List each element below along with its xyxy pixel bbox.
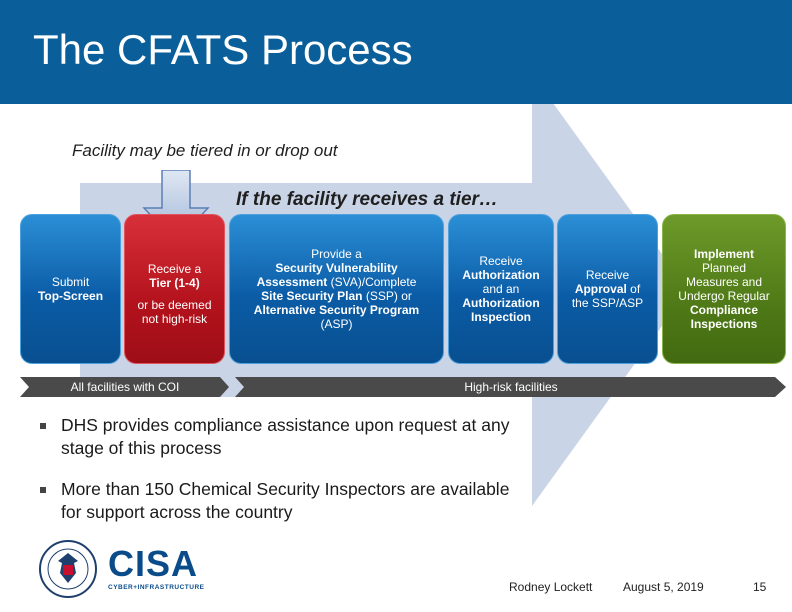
step-sva-line4a: Site Security Plan [261, 289, 363, 303]
step-receive-approval: Receive Approval of the SSP/ASP [557, 214, 658, 364]
bullet-item: More than 150 Chemical Security Inspecto… [40, 478, 520, 524]
step-implement-measures: Implement Planned Measures and Undergo R… [662, 214, 786, 364]
title-bar [0, 0, 792, 104]
high-risk-bar: High-risk facilities [464, 380, 558, 394]
cisa-logo-subtext: CYBER+INFRASTRUCTURE [108, 584, 205, 591]
page-number: 15 [753, 580, 767, 594]
step-approval-line2a: Approval [574, 282, 627, 296]
step-implement-line5: Compliance [689, 303, 758, 317]
bullet-text: More than 150 Chemical Security Inspecto… [61, 479, 510, 522]
step-auth-line5: Inspection [470, 310, 531, 324]
step-sva-line1: Provide a [311, 247, 362, 261]
high-risk-bar-shape [235, 377, 786, 397]
step-submit-line1: Submit [51, 275, 90, 289]
step-implement-line2: Planned [701, 261, 747, 275]
bullet-list: DHS provides compliance assistance upon … [40, 414, 520, 538]
step-approval-line3: the SSP/ASP [571, 296, 644, 310]
step-sva-line3a: Assessment [256, 275, 328, 289]
step-submit-line2: Top-Screen [37, 289, 104, 303]
slide-title: The CFATS Process [33, 26, 413, 73]
step-tier-line2: Tier (1-4) [149, 276, 200, 290]
step-auth-line3: and an [482, 282, 520, 296]
subtitle: Facility may be tiered in or drop out [72, 141, 338, 160]
step-sva-line4b: (SSP) or [362, 289, 412, 303]
step-auth-line4: Authorization [462, 296, 540, 310]
step-sva-line2: Security Vulnerability [275, 261, 398, 275]
step-implement-line4: Undergo Regular [678, 289, 770, 303]
step-tier-line1: Receive a [147, 262, 202, 276]
bullet-square-icon [40, 423, 46, 429]
step-approval-line1: Receive [585, 268, 630, 282]
step-receive-tier: Receive a Tier (1-4) or be deemed not hi… [124, 214, 225, 364]
cisa-logo: CISA CYBER+INFRASTRUCTURE [108, 543, 205, 592]
step-implement-line3: Measures and [685, 275, 763, 289]
bullet-item: DHS provides compliance assistance upon … [40, 414, 520, 460]
step-sva-line6: (ASP) [320, 317, 353, 331]
step-auth-line1: Receive [479, 254, 523, 268]
step-sva-line5: Alternative Security Program [253, 303, 420, 317]
step-tier-line4: not high-risk [141, 312, 208, 326]
dhs-seal-icon [39, 540, 97, 598]
step-receive-authorization: Receive Authorization and an Authorizati… [448, 214, 554, 364]
cisa-logo-text: CISA [108, 543, 199, 584]
step-provide-sva-ssp: Provide a Security Vulnerability Assessm… [229, 214, 444, 364]
step-approval-line2b: of [626, 282, 641, 296]
bullet-square-icon [40, 487, 46, 493]
presenter-name: Rodney Lockett [509, 580, 593, 594]
step-tier-line3: or be deemed [137, 298, 212, 312]
step-sva-line3b: (SVA)/Complete [327, 275, 417, 289]
all-facilities-bar: All facilities with COI [70, 380, 180, 394]
bullet-text: DHS provides compliance assistance upon … [61, 415, 510, 458]
step-implement-line6: Inspections [690, 317, 758, 331]
tier-heading: If the facility receives a tier… [236, 189, 498, 210]
step-submit-top-screen: Submit Top-Screen [20, 214, 121, 364]
presentation-date: August 5, 2019 [623, 580, 704, 594]
step-auth-line2: Authorization [462, 268, 540, 282]
step-implement-line1: Implement [693, 247, 754, 261]
all-facilities-bar-shape [20, 377, 229, 397]
